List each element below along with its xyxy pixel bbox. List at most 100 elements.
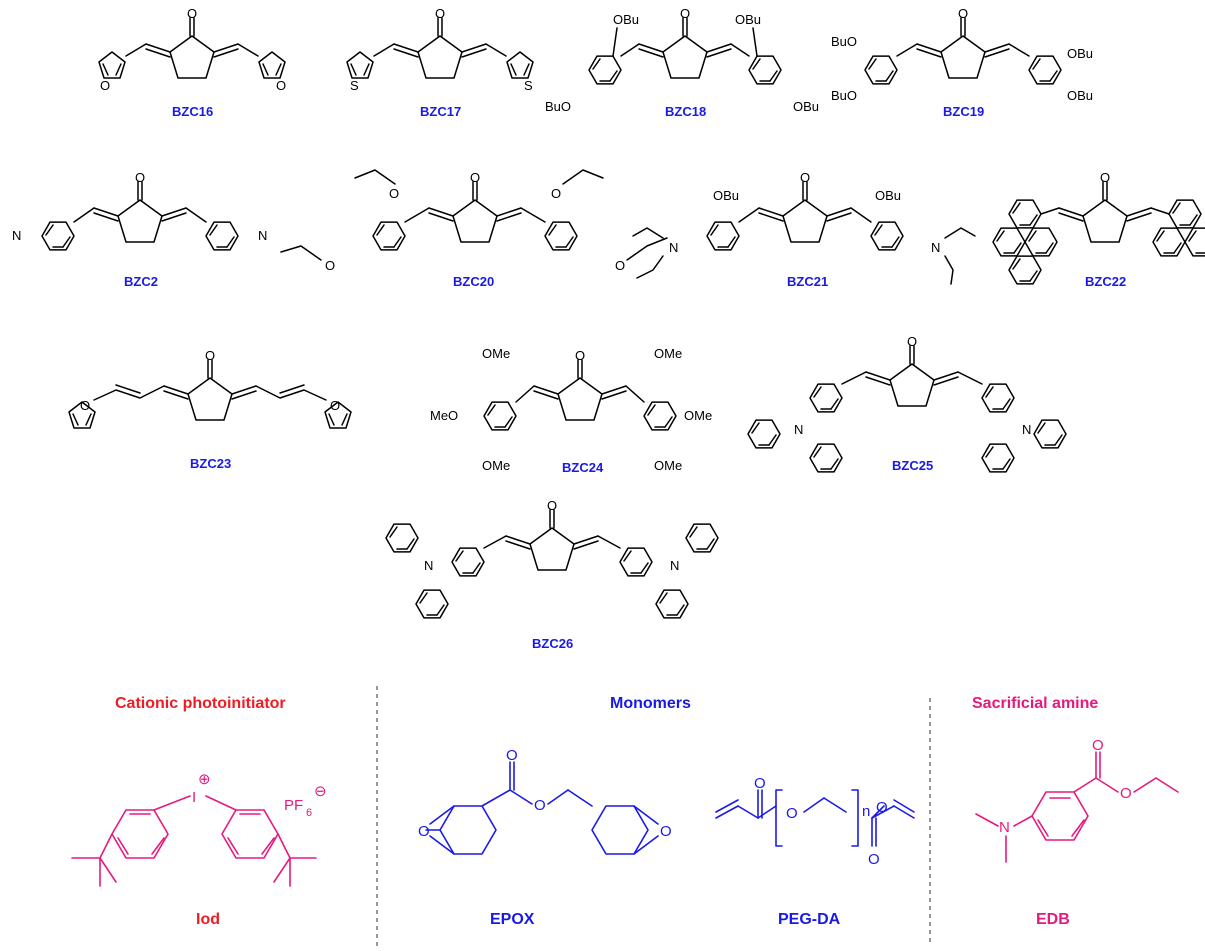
counterion-subscript: 6 (306, 807, 312, 819)
compound-label: BZC19 (943, 104, 984, 119)
substituent: OBu (1067, 46, 1093, 61)
substituent: OBu (793, 99, 819, 114)
carbazole-nitrogen: N (1022, 422, 1031, 437)
carbonyl-oxygen: O (205, 348, 215, 363)
substituent: OBu (875, 188, 901, 203)
substituent: OMe (654, 346, 682, 361)
compound-bzc20: O O O O O BZC20 (280, 169, 668, 289)
compound-bzc25: O N N BZC25 (747, 334, 1067, 473)
compound-label: EDB (1036, 911, 1070, 928)
substituent: OMe (482, 346, 510, 361)
carbonyl-oxygen: O (135, 170, 145, 185)
hetero-atom-left: S (350, 78, 359, 93)
substituent: OMe (482, 458, 510, 473)
n-subscript: n (862, 803, 870, 820)
compound-label: BZC25 (892, 458, 933, 473)
counterion: PF (284, 797, 303, 814)
compound-label: BZC18 (665, 104, 706, 119)
compound-bzc16: O O O BZC16 (98, 6, 286, 119)
compound-bzc19: O BuO BuO OBu OBu BZC19 (831, 6, 1093, 119)
carbonyl-oxygen: O (800, 170, 810, 185)
ether-oxygen: O (615, 258, 625, 273)
substituent: OMe (684, 408, 712, 423)
ether-oxygen: O (786, 805, 798, 822)
carbonyl-oxygen: O (754, 775, 766, 792)
hetero-atom-right: O (330, 398, 340, 413)
section-monomers: Monomers O O O O EPOX (418, 695, 915, 928)
carbonyl-oxygen: O (680, 6, 690, 21)
amine-nitrogen: N (258, 228, 267, 243)
compound-label: BZC24 (562, 460, 604, 475)
compound-label: PEG-DA (778, 911, 841, 928)
carbonyl-oxygen: O (547, 498, 557, 513)
compound-bzc18: O OBu BuO OBu OBu BZC18 (545, 6, 819, 119)
hetero-atom-left: O (100, 78, 110, 93)
substituent: BuO (545, 99, 571, 114)
substituent: N (669, 240, 678, 255)
section-title: Sacrificial amine (972, 695, 1098, 712)
compound-bzc24: O OMe MeO OMe OMe OMe OMe BZC24 (430, 346, 712, 475)
epoxide-oxygen: O (418, 823, 430, 840)
carbonyl-oxygen: O (907, 334, 917, 349)
iodine-atom: I (192, 789, 196, 806)
compound-bzc22: O BZC22 (992, 170, 1205, 289)
compound-label: BZC23 (190, 456, 231, 471)
monomer-epox (425, 761, 659, 855)
hetero-atom-right: O (276, 78, 286, 93)
epoxide-oxygen: O (660, 823, 672, 840)
negative-charge: ⊖ (314, 783, 327, 800)
carbonyl-oxygen: O (868, 851, 880, 868)
carbonyl-oxygen: O (1092, 737, 1104, 754)
ether-oxygen: O (551, 186, 561, 201)
positive-charge: ⊕ (198, 771, 211, 788)
substituent: N (931, 240, 940, 255)
section-cationic: Cationic photoinitiator I ⊕ PF 6 ⊖ Iod (71, 695, 327, 928)
carbonyl-oxygen: O (575, 348, 585, 363)
compound-label: BZC2 (124, 274, 158, 289)
substituent: OBu (713, 188, 739, 203)
compound-label: BZC16 (172, 104, 213, 119)
compound-label: BZC17 (420, 104, 461, 119)
carbonyl-oxygen: O (958, 6, 968, 21)
amine-nitrogen: N (999, 819, 1010, 836)
amine-nitrogen: N (424, 558, 433, 573)
compound-label: BZC22 (1085, 274, 1126, 289)
hetero-atom-left: O (80, 398, 90, 413)
compound-label: BZC21 (787, 274, 828, 289)
compound-bzc23: O O O BZC23 (68, 348, 352, 471)
monomer-peg-da (715, 789, 915, 847)
carbonyl-oxygen: O (1100, 170, 1110, 185)
compound-label: Iod (196, 911, 220, 928)
ether-oxygen: O (325, 258, 335, 273)
substituent: OBu (613, 12, 639, 27)
compound-label: BZC20 (453, 274, 494, 289)
compound-bzc17: O S S BZC17 (346, 6, 534, 119)
substituent: MeO (430, 408, 458, 423)
substituent: OMe (654, 458, 682, 473)
ester-oxygen: O (534, 797, 546, 814)
carbonyl-oxygen: O (187, 6, 197, 21)
substituent: BuO (831, 88, 857, 103)
substituent: BuO (831, 34, 857, 49)
section-amine: Sacrificial amine N O O EDB (972, 695, 1179, 928)
section-title: Monomers (610, 695, 691, 712)
carbonyl-oxygen: O (470, 170, 480, 185)
amine-nitrogen: N (670, 558, 679, 573)
ether-oxygen: O (389, 186, 399, 201)
compound-bzc2: O N N BZC2 (12, 170, 267, 289)
hetero-atom-right: S (524, 78, 533, 93)
ester-oxygen: O (876, 799, 888, 816)
compound-label: EPOX (490, 911, 535, 928)
carbazole-nitrogen: N (794, 422, 803, 437)
amine-nitrogen: N (12, 228, 21, 243)
section-title: Cationic photoinitiator (115, 695, 286, 712)
carbonyl-oxygen: O (506, 747, 518, 764)
compound-label: BZC26 (532, 636, 573, 651)
ester-oxygen: O (1120, 785, 1132, 802)
compound-bzc21: O OBu OBu N N BZC21 (632, 170, 976, 289)
substituent: OBu (735, 12, 761, 27)
substituent: OBu (1067, 88, 1093, 103)
carbonyl-oxygen: O (435, 6, 445, 21)
compound-bzc26: O N N BZC26 (385, 498, 719, 651)
